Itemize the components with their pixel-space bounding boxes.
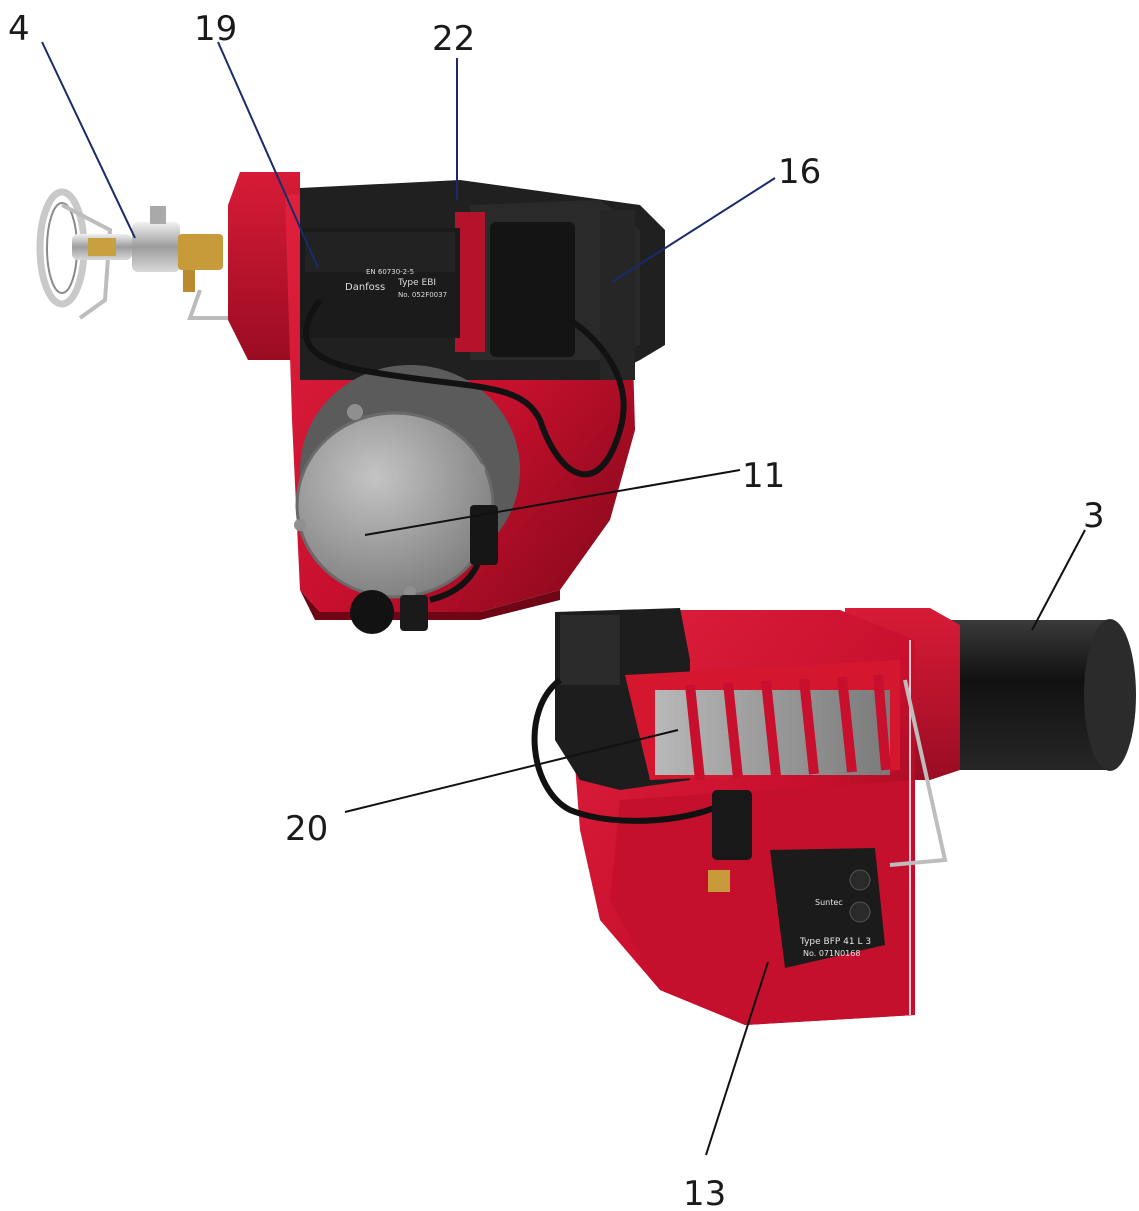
callout-4: 4 xyxy=(8,9,30,49)
ignition-transformer: Danfoss Type EBI No. 052F0037 EN 60730-2… xyxy=(300,228,460,338)
pump-type-label: Type BFP 41 L 3 xyxy=(799,937,871,947)
nozzle-assembly xyxy=(36,188,235,320)
callout-13: 13 xyxy=(683,1174,726,1211)
leader-16 xyxy=(611,177,776,283)
leader-13 xyxy=(705,961,769,1156)
ignition-std-label: EN 60730-2-5 xyxy=(366,268,414,276)
wire-handle xyxy=(889,679,948,867)
leader-lines xyxy=(41,41,1086,1156)
callout-20: 20 xyxy=(285,809,328,849)
motor-connector xyxy=(470,505,498,565)
lower-cable xyxy=(531,677,732,824)
leader-11 xyxy=(364,469,741,536)
solenoid-plug xyxy=(712,790,752,860)
callout-11: 11 xyxy=(742,456,785,496)
callout-22: 22 xyxy=(432,19,475,59)
air-intake-grille xyxy=(625,660,900,781)
pump-brand-label: Suntec xyxy=(815,898,843,907)
lower-burner: Suntec Type BFP 41 L 3 No. 071N0168 xyxy=(531,608,1136,1025)
callout-16: 16 xyxy=(778,152,821,192)
leader-4 xyxy=(41,41,136,239)
leader-20 xyxy=(344,729,679,813)
capacitor-knob xyxy=(350,590,394,634)
pump-no-label: No. 071N0168 xyxy=(803,949,860,958)
callout-numbers: 4 19 22 16 11 3 20 13 xyxy=(8,9,1105,1211)
upper-burner: Danfoss Type EBI No. 052F0037 EN 60730-2… xyxy=(36,172,665,634)
upper-cable xyxy=(302,298,627,478)
oil-pump: Suntec Type BFP 41 L 3 No. 071N0168 xyxy=(770,848,885,968)
ignition-type-label: Type EBI xyxy=(397,278,436,288)
ignition-brand-label: Danfoss xyxy=(345,282,385,293)
ignition-no-label: No. 052F0037 xyxy=(398,291,447,299)
upper-housing-flange xyxy=(228,172,300,360)
leader-3 xyxy=(1031,529,1086,631)
callout-19: 19 xyxy=(194,9,237,49)
leader-19 xyxy=(217,41,319,269)
callout-3: 3 xyxy=(1083,496,1105,536)
motor xyxy=(294,404,495,599)
